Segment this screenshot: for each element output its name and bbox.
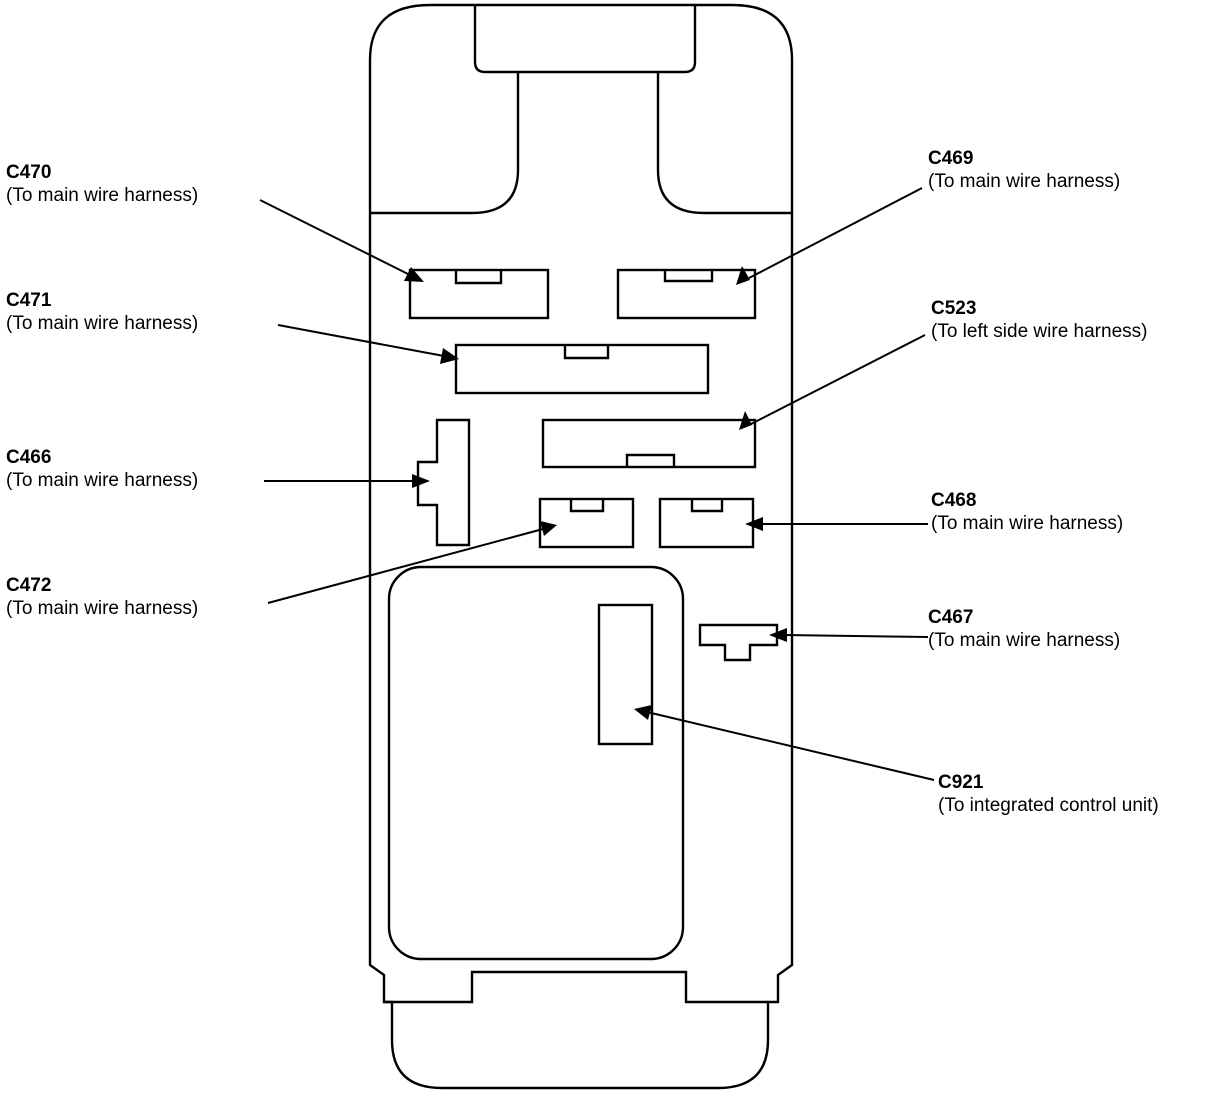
c471-code: C471: [6, 290, 52, 311]
c472-label: C472 (To main wire harness): [6, 575, 198, 621]
c466-connector: [416, 418, 471, 547]
c469-label: C469 (To main wire harness): [928, 148, 1120, 194]
c470-desc: (To main wire harness): [6, 184, 199, 206]
c523-desc: (To left side wire harness): [931, 320, 1148, 342]
c471-leader: [277, 324, 459, 364]
c471-connector: [454, 343, 710, 395]
c467-label: C467 (To main wire harness): [928, 607, 1120, 653]
c467-desc: (To main wire harness): [928, 629, 1121, 651]
left-shoulder: [370, 72, 520, 215]
c470-connector: [408, 268, 550, 320]
c469-connector: [616, 268, 757, 320]
c523-leader: [739, 334, 926, 430]
c467-connector: [698, 623, 779, 662]
c468-leader: [745, 517, 928, 531]
c471-label: C471 (To main wire harness): [6, 290, 198, 336]
c523-connector: [541, 418, 757, 469]
c523-code: C523: [931, 298, 977, 319]
c468-desc: (To main wire harness): [931, 512, 1124, 534]
c472-connector: [538, 497, 635, 549]
housing-outline: [368, 3, 794, 1090]
c471-desc: (To main wire harness): [6, 312, 199, 334]
c921-desc: (To integrated control unit): [938, 794, 1159, 816]
c469-leader: [736, 187, 923, 285]
c921-code: C921: [938, 772, 984, 793]
c472-code: C472: [6, 575, 52, 596]
top-tab: [473, 5, 697, 74]
c468-connector: [658, 497, 755, 549]
right-shoulder: [656, 72, 792, 215]
c466-desc: (To main wire harness): [6, 469, 199, 491]
c921-connector: [597, 603, 654, 746]
c468-label: C468 (To main wire harness): [931, 490, 1123, 536]
c470-code: C470: [6, 162, 52, 183]
c466-leader: [264, 474, 430, 488]
c470-label: C470 (To main wire harness): [6, 162, 198, 208]
c467-leader: [769, 628, 929, 642]
c472-leader: [267, 521, 557, 604]
c466-label: C466 (To main wire harness): [6, 447, 198, 493]
integrated-control-unit-area: [387, 565, 685, 961]
c921-label: C921 (To integrated control unit): [938, 772, 1159, 818]
c469-code: C469: [928, 148, 974, 169]
c466-code: C466: [6, 447, 52, 468]
c467-code: C467: [928, 607, 974, 628]
c523-label: C523 (To left side wire harness): [931, 298, 1147, 344]
c470-leader: [259, 199, 424, 282]
c472-desc: (To main wire harness): [6, 597, 199, 619]
c468-code: C468: [931, 490, 977, 511]
bottom-step: [384, 970, 768, 1004]
c921-leader: [634, 705, 935, 781]
c469-desc: (To main wire harness): [928, 170, 1121, 192]
